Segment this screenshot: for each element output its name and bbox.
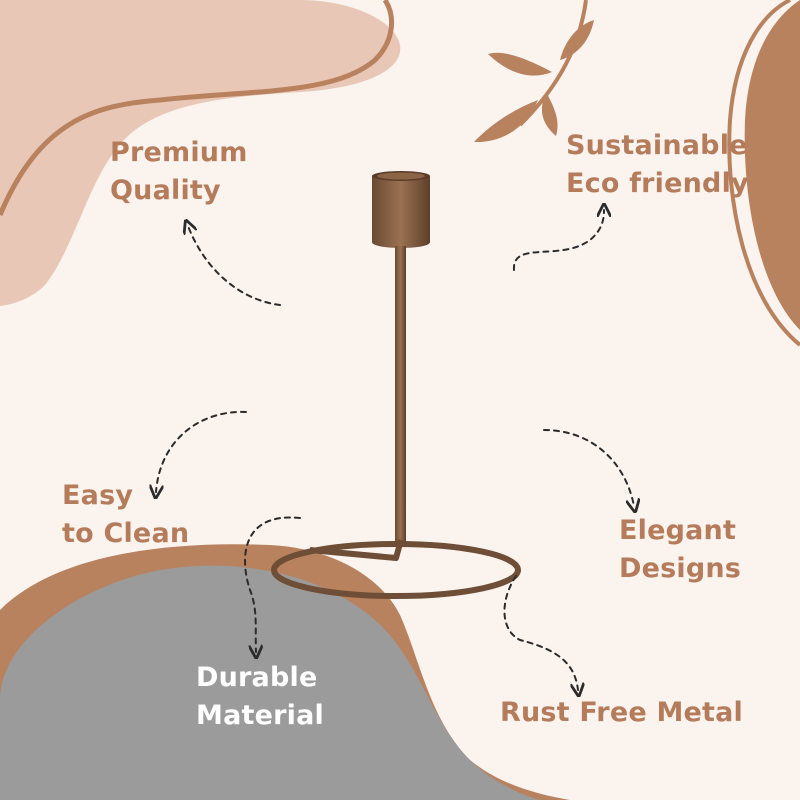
feature-elegant-line2: Designs <box>619 553 742 584</box>
feature-sustainable: Sustainable Eco friendly <box>566 127 749 203</box>
feature-durable-material: Durable Material <box>196 659 324 735</box>
right-arc-line <box>727 0 800 347</box>
leaf-branch-icon <box>474 0 594 143</box>
bottom-gray-shape <box>0 565 540 800</box>
feature-elegant-line1: Elegant <box>619 515 737 546</box>
arrow-rust <box>503 575 578 690</box>
top-curve-line <box>0 0 395 216</box>
arrow-sustainable <box>512 210 604 271</box>
feature-premium-quality: Premium Quality <box>110 134 248 210</box>
feature-easy-line2: to Clean <box>62 518 190 549</box>
feature-easy-clean: Easy to Clean <box>62 477 189 553</box>
feature-sustainable-line1: Sustainable <box>566 130 748 161</box>
feature-rust-line1: Rust Free Metal <box>500 697 744 728</box>
feature-durable-line1: Durable <box>196 662 318 693</box>
feature-sustainable-line2: Eco friendly <box>566 168 749 199</box>
top-left-blush-shape <box>0 0 401 306</box>
arrow-premium <box>188 226 281 306</box>
right-arc-filled <box>744 0 800 330</box>
feature-easy-line1: Easy <box>62 480 134 511</box>
candle-holder-illustration <box>271 171 521 599</box>
feature-durable-line2: Material <box>196 700 324 731</box>
feature-elegant-designs: Elegant Designs <box>619 512 741 588</box>
feature-premium-line2: Quality <box>110 175 221 206</box>
arrow-easy <box>156 410 247 492</box>
feature-premium-line1: Premium <box>110 137 248 168</box>
feature-rust-free: Rust Free Metal <box>500 694 743 732</box>
arrow-durable <box>244 516 301 652</box>
arrow-elegant <box>543 429 634 506</box>
